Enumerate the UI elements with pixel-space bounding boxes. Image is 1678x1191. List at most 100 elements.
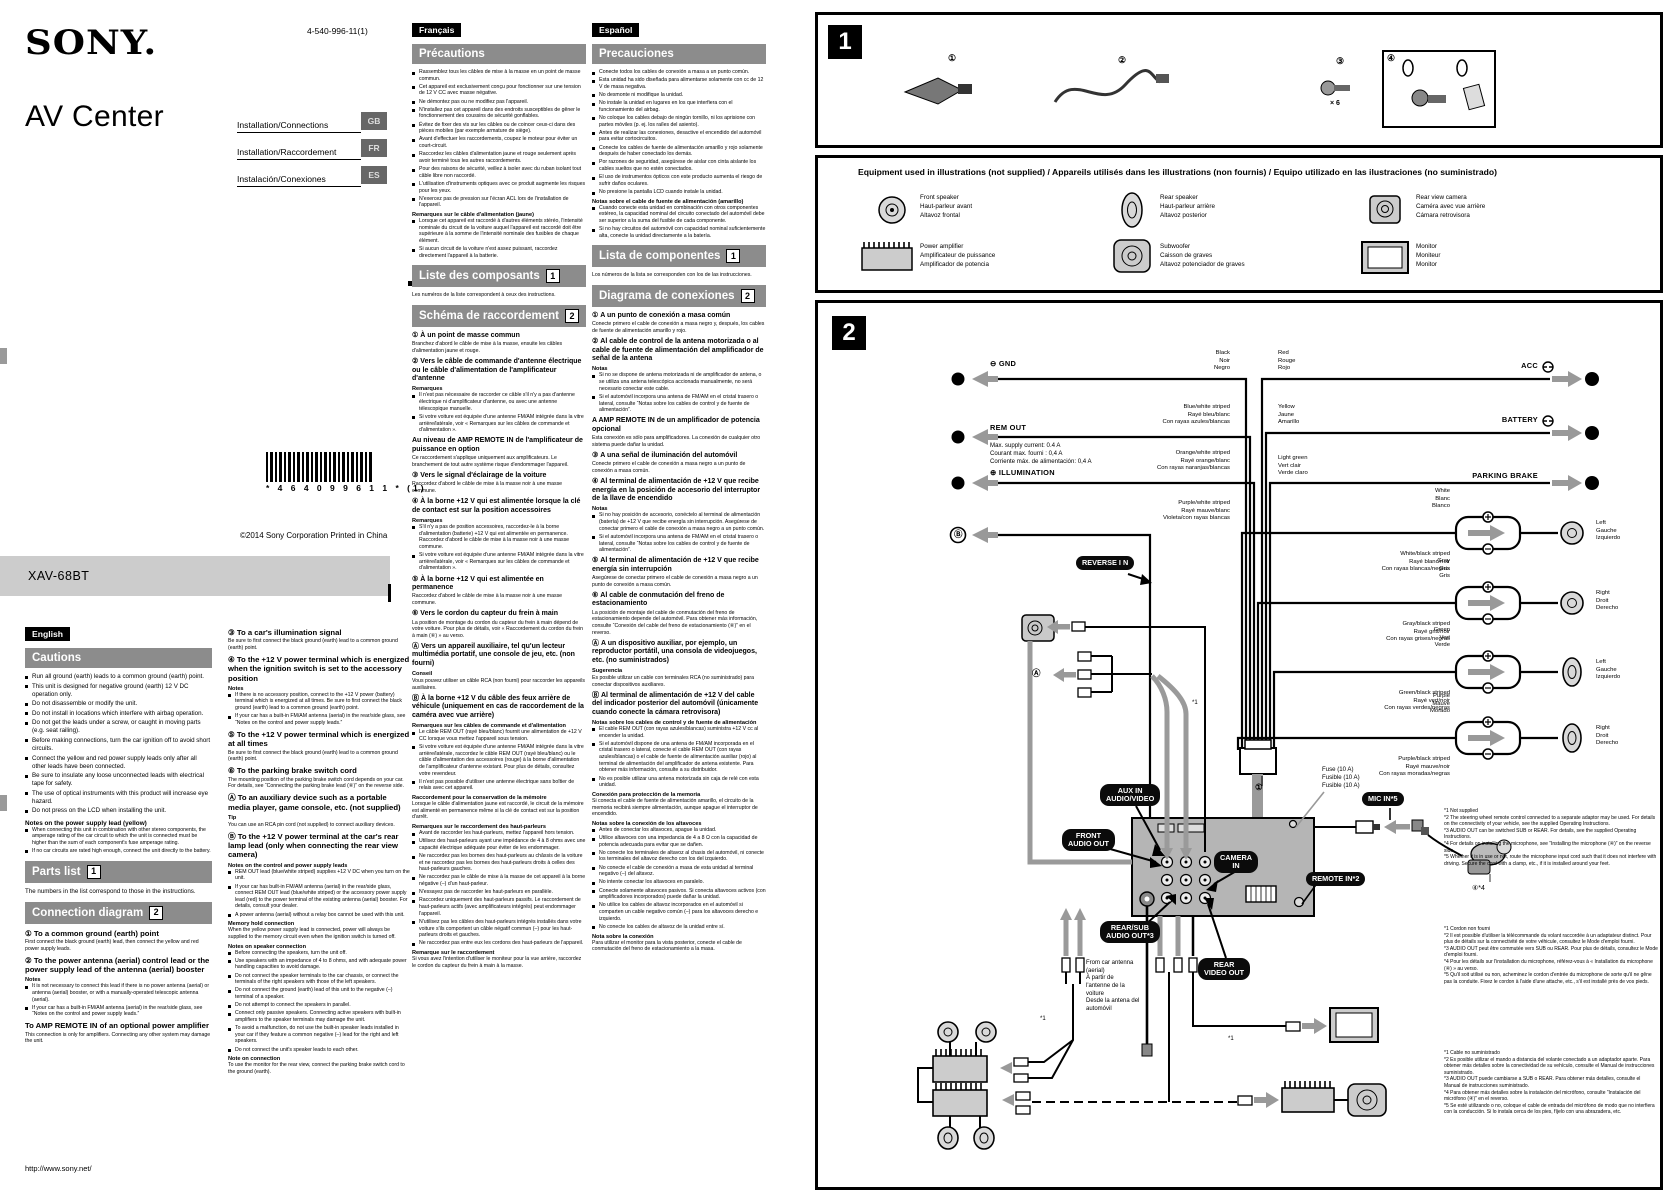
acc-label: ACC [1521, 361, 1538, 370]
bullet-item: When connecting this unit in combination… [25, 827, 212, 847]
wire-gray-black-label: Gray/black striped Rayé gris/noir Con ra… [1386, 621, 1450, 643]
footnotes-spanish: *1 Cable no suministrado *2 Es posible u… [1444, 1050, 1655, 1116]
bullet-item: Do not attempt to connect the speakers i… [228, 1002, 410, 1009]
registration-tick [388, 584, 391, 602]
part1-marker: ① [948, 53, 957, 63]
car-antenna-label: From car antenna (aerial) À partir de l'… [1086, 960, 1140, 1013]
fr-yellow-list: Lorsque cet appareil est raccordé à d'au… [412, 218, 586, 259]
bullet-item: Pour des raisons de sécurité, veillez à … [412, 166, 586, 179]
bullet-item: N'installez pas cet appareil dans des en… [412, 107, 586, 120]
es-ctrl-list: El cable REM OUT (con rayas azules/blanc… [592, 726, 766, 789]
conn-item: A AMP REMOTE IN de un amplificador de po… [592, 417, 761, 448]
tab-rule [237, 132, 361, 133]
parts-list-body: The numbers in the list correspond to th… [25, 887, 196, 895]
bullet-item: Run all ground (earth) leads to a common… [25, 673, 212, 681]
bullet-item: Si votre voiture est équipée d'une anten… [412, 552, 586, 572]
fr-ctrl-title: Remarques sur les câbles de commande et … [412, 723, 566, 730]
wire-orange-white-label: Orange/white striped Rayé orange/blanc C… [1156, 450, 1230, 472]
tab-rule [237, 159, 361, 160]
bullet-item: If no car circuits are rated high enough… [25, 848, 212, 855]
bullet-item: No conecte los terminales de altavoz al … [592, 850, 766, 863]
equip-front-speaker-label: Front speaker Haut-parleur avant Altavoz… [920, 194, 973, 219]
bullet-item: Rassemblez tous les câbles de mise à la … [412, 69, 586, 82]
bullet-item: Conecte solamente altavoces pasivos. Si … [592, 888, 766, 901]
box2-number: 2 [832, 316, 866, 350]
print-mark-gray [0, 795, 7, 811]
barcode-text: * 4 6 4 0 9 9 6 1 1 * (1) [266, 483, 427, 493]
barcode: * 4 6 4 0 9 9 6 1 1 * (1) [266, 452, 427, 493]
sony-website: http://www.sony.net/ [25, 1164, 92, 1173]
parts-badge: 1 [545, 269, 560, 284]
speaker-right-front-label: Right Droit Derecho [1596, 590, 1619, 612]
bullet-item: Si votre voiture est équipée d'une anten… [412, 414, 586, 434]
bullet-item: Il n'est pas possible d'utiliser une ant… [412, 779, 586, 792]
es-note-title: Nota sobre la conexión [592, 933, 654, 940]
bullet-item: Si no hay circuitos del automóvil con ca… [592, 226, 766, 239]
memory-title: Memory hold connection [228, 921, 295, 928]
bullet-item: Conecte los cables de fuente de alimenta… [592, 145, 766, 158]
diagram-badge: 2 [149, 905, 164, 920]
fr-spk-title: Remarques sur le raccordement des haut-p… [412, 824, 546, 831]
bullet-item: Conecte todos los cables de conexión a m… [592, 69, 766, 76]
bullet-item: Do not disassemble or modify the unit. [25, 700, 212, 708]
gnd-label: ⊖ GND [990, 359, 1017, 368]
lang-chip-french: Français [412, 23, 462, 37]
bullet-item: L'utilisation d'instruments optiques ave… [412, 181, 586, 194]
fr-ctrl-list: Le câble REM OUT (rayé bleu/blanc) fourn… [412, 729, 586, 792]
page-title: AV Center [25, 100, 164, 133]
fr-note-title: Remarque sur le raccordement [412, 950, 495, 957]
wire-black-label: Black Noir Negro [1213, 350, 1230, 372]
wire-purple-label: Purple Mauve Morado [1430, 693, 1450, 715]
es-parts-body: Los números de la lista se corresponden … [592, 272, 752, 279]
bullet-item: Antes de realizar las conexiones, desact… [592, 130, 766, 143]
bullet-item: Raccordez uniquement des haut-parleurs p… [412, 897, 586, 917]
footnotes-english: *1 Not supplied *2 The steering wheel re… [1444, 808, 1657, 867]
tab-fr-label: Installation/Raccordement [237, 147, 337, 157]
reverse-in-pill: REVERSE I N [1076, 556, 1135, 571]
bullet-item: Be sure to insulate any loose unconnecte… [25, 772, 212, 788]
bullet-item: N'essayez pas de raccorder les haut-parl… [412, 889, 586, 896]
bullet-item: Ne démontez pas ou ne modifiez pas l'app… [412, 99, 586, 106]
box1-number: 1 [828, 25, 862, 59]
equip-power-amp-label: Power amplifier Amplificateur de puissan… [920, 243, 996, 268]
bullet-item: No presione la pantalla LCD cuando insta… [592, 189, 766, 196]
doc-number: 4-540-996-11(1) [307, 26, 368, 36]
fr-parts-body: Les numéros de la liste correspondent à … [412, 292, 556, 299]
bullet-item: Si no se dispone de antena motorizada ni… [592, 372, 766, 392]
minus-icon: ⊖ [990, 359, 997, 368]
bullet-item: It is not necessary to connect this lead… [25, 983, 212, 1003]
fr-mem-title: Raccordement pour la conservation de la … [412, 795, 547, 802]
battery-label: BATTERY [1501, 415, 1538, 424]
bullet-item: Si no hay posición de accesorio, conécte… [592, 512, 766, 532]
bullet-item: No desmonte ni modifique la unidad. [592, 92, 766, 99]
bullet-item: If there is no accessory position, conne… [228, 692, 410, 712]
bullet-item: Ne raccordez pas les bornes des haut-par… [412, 853, 586, 873]
bullet-item: Utilice altavoces con una impedancia de … [592, 835, 766, 848]
bullet-item: Use speakers with an impedance of 4 to 8… [228, 958, 410, 971]
front-audio-out-pill: FRONT AUDIO OUT [1062, 829, 1115, 852]
bullet-item: No intente conectar los altavoces en par… [592, 879, 766, 886]
cautions-list: Run all ground (earth) leads to a common… [25, 673, 212, 816]
bullet-item: No conecte los cables de altavoz de la u… [592, 924, 766, 931]
rear-video-out-pill: REAR VIDEO OUT [1198, 958, 1251, 981]
equip-rear-camera-label: Rear view camera Caméra avec vue arrière… [1416, 194, 1486, 219]
bullet-item: Raccordez les câbles d'alimentation jaun… [412, 151, 586, 164]
